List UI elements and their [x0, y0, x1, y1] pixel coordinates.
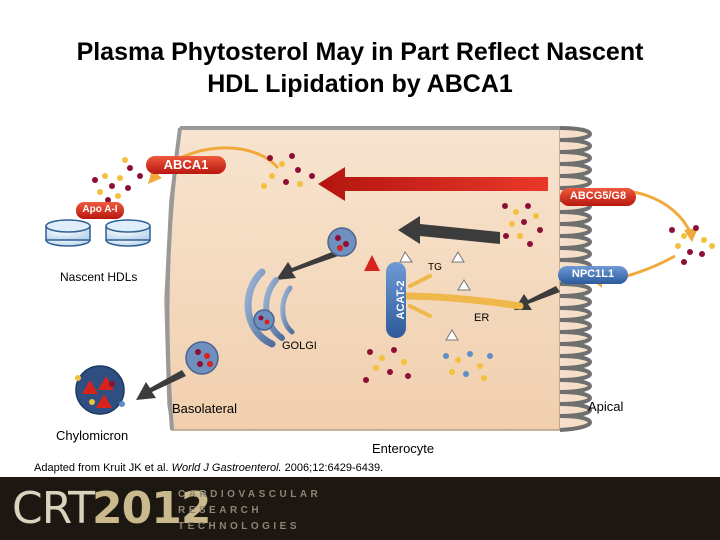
logo-word-1: CARDIOVASCULAR	[178, 489, 322, 500]
sterol-cluster-top	[261, 153, 315, 189]
tg-red-triangle	[364, 255, 380, 271]
abca1-label: ABCA1	[163, 157, 209, 172]
logo-word-3: TECHNOLOGIES	[178, 521, 301, 532]
vesicle-secretory	[185, 341, 219, 375]
golgi-label: GOLGI	[282, 340, 317, 352]
apoa1-disc-left	[45, 219, 91, 247]
acat2-pill	[386, 262, 406, 338]
sterol-cluster-lumen	[669, 225, 715, 265]
enterocyte-label: Enterocyte	[372, 441, 435, 456]
arrow-to-basolateral	[136, 370, 186, 400]
abcg5g8-label: ABCG5/G8	[569, 190, 627, 202]
abcg5g8-pill	[560, 188, 636, 206]
vesicle-er-exit	[327, 227, 357, 257]
apical-label: Apical	[588, 399, 624, 414]
apoa1-disc-right	[105, 219, 151, 247]
endoplasmic-reticulum	[396, 274, 524, 318]
citation-suffix: 2006;12:6429-6439.	[281, 462, 384, 474]
chylomicron-label: Chylomicron	[56, 428, 129, 443]
sterol-cluster-apical-in	[502, 203, 543, 247]
er-label: ER	[474, 312, 490, 324]
title-line-2: HDL Lipidation by ABCA1	[207, 70, 513, 98]
abca1-arrowhead	[148, 170, 162, 184]
citation-journal: World J Gastroenterol.	[171, 462, 282, 474]
arrow-er-inward	[398, 216, 500, 244]
sterol-transport-arrow	[318, 167, 548, 201]
arrow-npc1l1-inward	[514, 286, 560, 310]
logo-word-2: RESEARCH	[178, 505, 263, 516]
chylomicron-particle	[75, 365, 125, 415]
citation: Adapted from Kruit JK et al. World J Gas…	[34, 462, 383, 474]
title-line-1: Plasma Phytosterol May in Part Reflect N…	[76, 38, 644, 66]
basolateral-label: Basolateral	[172, 401, 238, 416]
enterocyte-cell	[164, 127, 561, 431]
tg-markers	[399, 251, 471, 341]
apoa1-pill	[76, 202, 124, 219]
footer-banner: CRT 2012 CARDIOVASCULAR RESEARCH TECHNOL…	[0, 477, 720, 540]
vesicle-golgi	[253, 309, 275, 331]
sterol-cluster-apoa1	[92, 157, 143, 203]
nascent-hdls-label: Nascent HDLs	[60, 270, 138, 284]
enterocyte-diagram: ACAT-2	[45, 126, 715, 432]
sterol-cluster-blue	[443, 351, 493, 381]
acat2-label: ACAT-2	[395, 281, 407, 320]
arrow-to-golgi	[276, 248, 344, 280]
apoa1-label: Apo A-I	[82, 204, 118, 215]
npc1l1-label: NPC1L1	[571, 268, 615, 280]
logo-year: 2012	[92, 483, 211, 534]
abcg5g8-arrowhead	[684, 228, 698, 242]
logo-words: CARDIOVASCULAR RESEARCH TECHNOLOGIES	[178, 487, 321, 535]
slide-title: Plasma Phytosterol May in Part Reflect N…	[0, 36, 720, 100]
tg-label: TG	[428, 262, 442, 273]
npc1l1-pill	[558, 266, 628, 284]
logo-crt: CRT	[12, 483, 95, 534]
citation-prefix: Adapted from Kruit JK et al.	[34, 462, 172, 474]
sterol-cluster-er	[363, 347, 411, 383]
abca1-pill	[146, 156, 226, 174]
